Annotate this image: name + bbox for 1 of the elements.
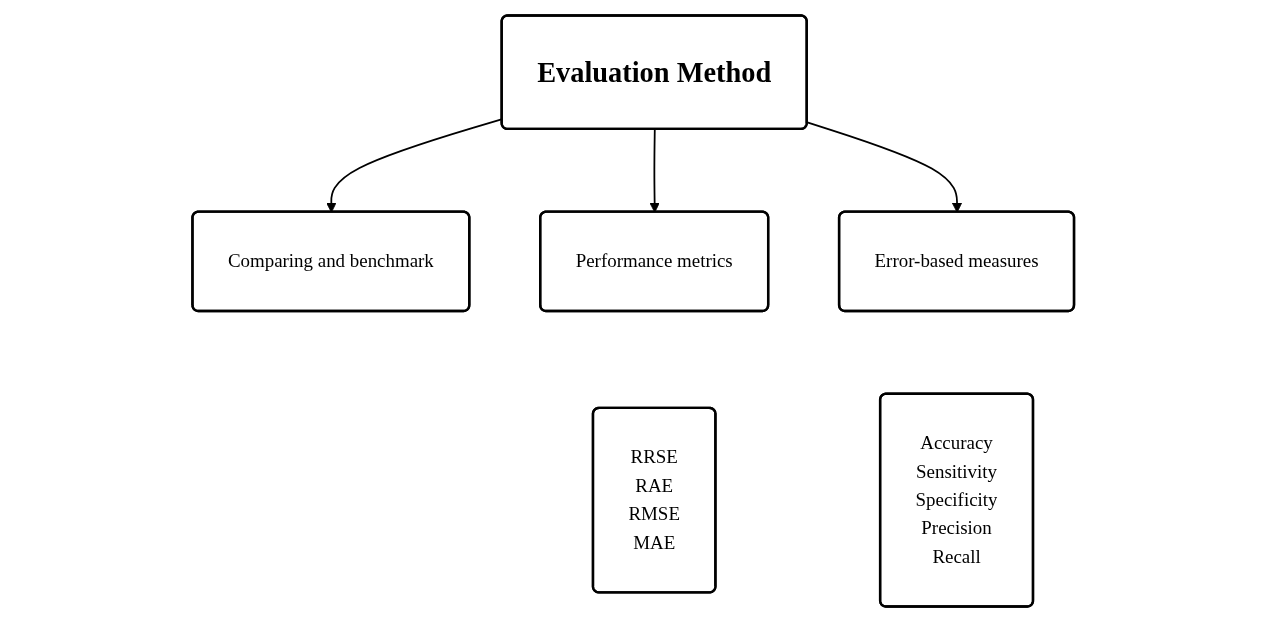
flowchart: Evaluation Method Comparing and benchmark Performance metrics Error-based measures RRSE RAE RMSE MAE Accuracy Sensitivity Specificity Precision Recall [182,6,1084,616]
